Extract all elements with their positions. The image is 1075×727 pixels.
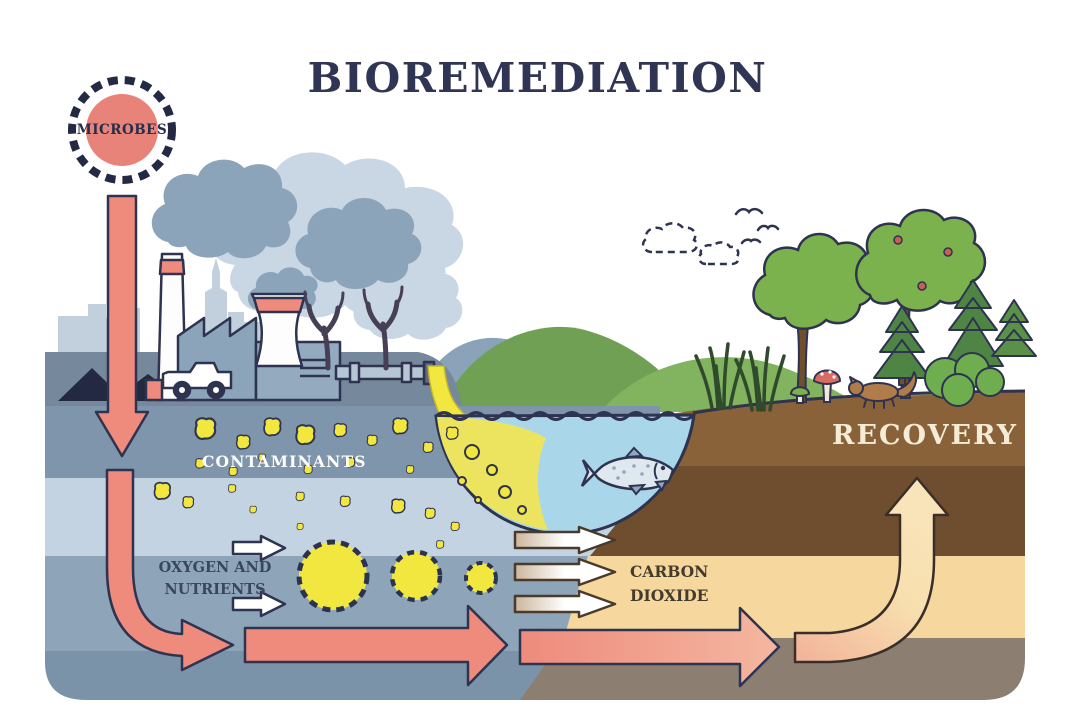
underground-bend-arrow <box>105 468 235 672</box>
cloud-icon <box>641 222 740 266</box>
water-waves <box>435 411 694 421</box>
microbes-badge <box>68 76 176 184</box>
recovery-landscape <box>641 207 1037 412</box>
co2-arrow-icon <box>513 525 617 619</box>
microbes-label: MICROBES <box>76 122 168 138</box>
page-title: BIOREMEDIATION <box>307 54 768 102</box>
microbe-colony-blob-icon <box>296 539 498 613</box>
microbe-ring-icon <box>68 76 176 184</box>
oxygen-nutrients-label: OXYGEN AND NUTRIENTS <box>158 559 272 599</box>
dead-tree-icon <box>303 285 404 371</box>
fox-icon <box>848 371 917 409</box>
oxygen-arrow-icon <box>231 534 287 618</box>
contaminants-label: CONTAMINANTS <box>202 452 367 471</box>
pollution-bubbles <box>457 444 527 515</box>
recovery-label: RECOVERY <box>832 420 1018 451</box>
underground-flow-arrow <box>243 604 509 687</box>
microbes-injection-arrow <box>94 194 150 458</box>
fish-icon <box>580 446 675 496</box>
bird-icon <box>734 207 780 245</box>
mushroom-icon <box>789 369 842 404</box>
recovery-rise-arrow <box>793 476 950 664</box>
microbes-dot <box>86 94 158 166</box>
pine-tree-icon <box>873 279 1037 386</box>
carbon-dioxide-label: CARBON DIOXIDE <box>630 562 709 606</box>
fruit <box>893 235 953 291</box>
fading-flow-arrow <box>518 606 781 688</box>
bush-icon <box>924 352 1005 407</box>
reed-icon <box>694 342 786 412</box>
